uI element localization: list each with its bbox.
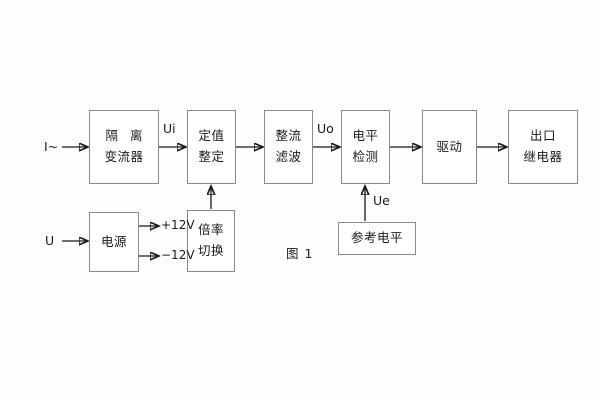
block-drive-line-1: 驱动	[436, 138, 463, 154]
block-level-detection-line-2: 检测	[352, 149, 379, 164]
block-isolation-ct[interactable]: 隔 离 变流器	[89, 110, 159, 184]
block-reference-level[interactable]: 参考电平	[338, 222, 416, 255]
block-reference-level-line-1: 参考电平	[350, 230, 403, 246]
block-isolation-ct-line-2: 变流器	[104, 149, 144, 164]
block-ratio-switch-line-2: 切换	[197, 243, 224, 258]
label-rail-negative: −12V	[161, 248, 195, 262]
block-power-supply[interactable]: 电源	[89, 212, 139, 272]
block-drive[interactable]: 驱动	[422, 110, 477, 184]
label-ui: Ui	[163, 121, 176, 136]
block-setting-line-2: 整定	[198, 149, 225, 164]
block-ratio-switch-line-1: 倍率	[197, 222, 224, 238]
block-rectifier-filter-line-2: 滤波	[275, 149, 302, 164]
label-uo: Uo	[317, 121, 334, 136]
block-level-detection-line-1: 电平	[352, 128, 379, 144]
block-output-relay[interactable]: 出口 继电器	[508, 110, 578, 184]
label-rail-positive: +12V	[161, 218, 195, 232]
label-ue: Ue	[373, 193, 390, 208]
block-isolation-ct-line-1: 隔 离	[105, 128, 147, 144]
block-output-relay-line-2: 继电器	[523, 149, 563, 164]
block-power-supply-line-1: 电源	[100, 233, 127, 249]
block-output-relay-line-1: 出口	[529, 128, 556, 144]
block-level-detection[interactable]: 电平 检测	[341, 110, 390, 184]
block-ratio-switch[interactable]: 倍率 切换	[187, 210, 235, 272]
label-voltage-input: U	[45, 233, 55, 248]
block-rectifier-filter-line-1: 整流	[275, 128, 302, 144]
block-rectifier-filter[interactable]: 整流 滤波	[264, 110, 313, 184]
figure-caption: 图 1	[286, 246, 314, 261]
block-setting-line-1: 定值	[198, 128, 225, 144]
label-current-input: I~	[44, 139, 59, 154]
block-setting[interactable]: 定值 整定	[187, 110, 236, 184]
